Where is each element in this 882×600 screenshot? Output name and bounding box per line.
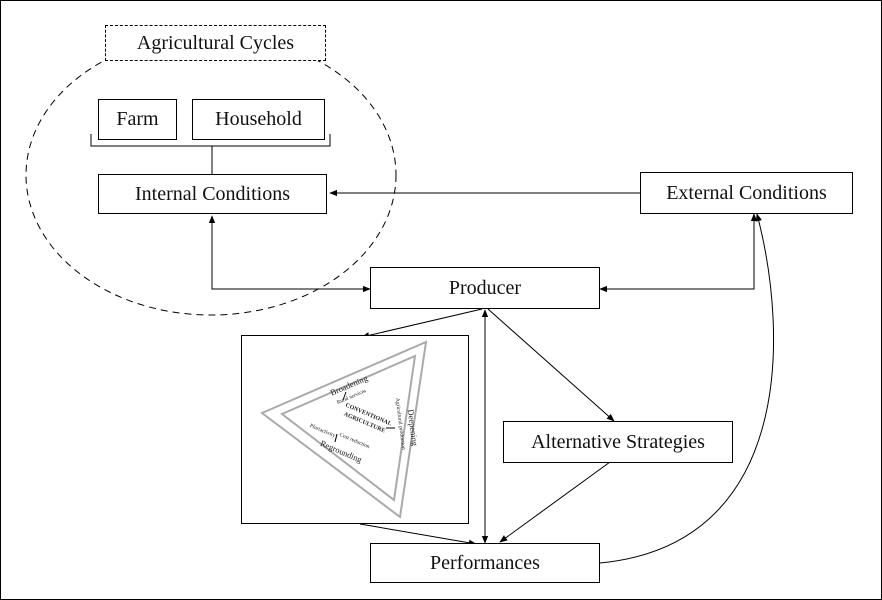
external-conditions-box: External Conditions (640, 172, 853, 214)
arrow-performances-to-external (599, 213, 775, 564)
arrow-producer-to-alternative (487, 308, 615, 422)
broadening-tick (342, 391, 347, 401)
inner-triangle (280, 354, 417, 502)
deepening-label: Deepening (406, 409, 421, 448)
arrow-producer-to-inset (361, 308, 483, 339)
arrow-alternative-to-performances (499, 461, 611, 543)
outer-triangle (260, 340, 428, 519)
regrounding-tick (334, 433, 338, 443)
alternative-strategies-box: Alternative Strategies (503, 421, 733, 463)
performances-box: Performances (370, 543, 600, 583)
producer-box: Producer (370, 267, 600, 309)
triangle-figure: Broadening Rural services Deepening Agri… (260, 340, 428, 519)
arrow-external-producer (599, 213, 758, 293)
agricultural-cycles-label: Agricultural Cycles (105, 25, 326, 61)
arrow-inset-to-performances (359, 523, 477, 546)
conventional-agriculture-figure: Broadening Rural services Deepening Agri… (241, 335, 469, 524)
internal-conditions-box: Internal Conditions (98, 174, 327, 214)
arrow-internal-producer (208, 215, 371, 293)
household-box: Household (192, 99, 325, 140)
farm-household-bracket (90, 134, 331, 174)
farm-box: Farm (98, 99, 177, 140)
